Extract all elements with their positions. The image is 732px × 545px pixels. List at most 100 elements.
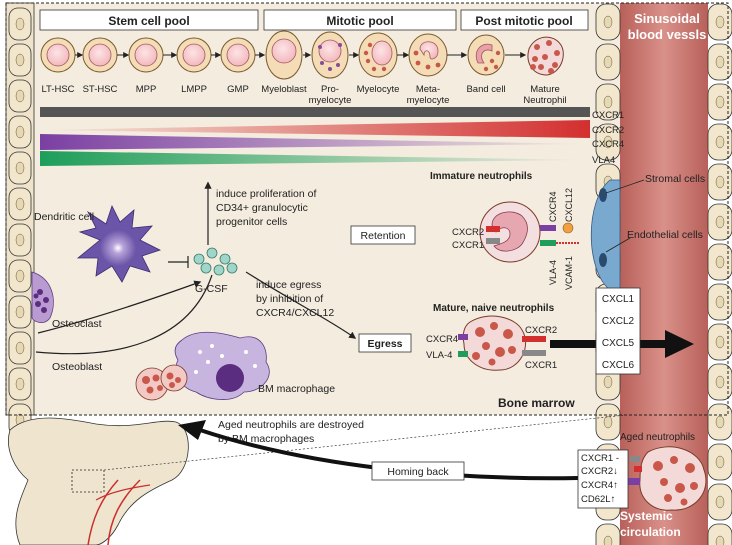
bar-label-cxcr4: CXCR4	[592, 139, 624, 150]
header-mitotic-pool: Mitotic pool	[326, 14, 393, 28]
bar-cxcr2	[40, 120, 590, 138]
cell-meta	[408, 33, 448, 77]
bar-cxcr1	[40, 107, 590, 117]
cell-label: LMPP	[181, 84, 207, 95]
label-endothelial-cells: Endothelial cells	[627, 229, 703, 241]
egress-vla4: VLA-4	[426, 350, 452, 361]
femur-bone	[8, 414, 627, 545]
osteoclast: Osteoclast	[31, 271, 102, 330]
bar-label-vla4: VLA4	[592, 155, 615, 166]
cell-label: Meta-	[416, 84, 440, 95]
cell-label: ST-HSC	[83, 84, 118, 95]
receptor-bars: CXCR1 CXCR2 CXCR4 VLA4	[40, 107, 624, 166]
cell-gmp	[220, 37, 256, 73]
cell-label: Band cell	[466, 84, 505, 95]
retention-cxcl12: CXCL12	[564, 188, 574, 222]
cell-pro	[311, 31, 349, 79]
bar-label-cxcr2: CXCR2	[592, 125, 624, 136]
endothelial-cell	[707, 523, 732, 545]
differentiation-cell-row	[40, 30, 564, 80]
egress-box	[358, 333, 412, 353]
aged-marker-2: CXCR2↓	[581, 466, 618, 477]
aged-neutrophil	[626, 446, 707, 511]
label-immature-neutrophils: Immature neutrophils	[430, 171, 533, 182]
label-stromal-cells: Stromal cells	[645, 173, 705, 185]
dendritic-cell: Dendritic cell	[34, 204, 162, 283]
label-osteoblast: Osteoblast	[52, 361, 102, 373]
aged-marker-3: CXCR4↑	[581, 480, 618, 491]
stromal-cell	[590, 179, 621, 291]
chemokine-box: CXCL1 CXCL2 CXCL5 CXCL6	[595, 287, 641, 375]
chemokine-1: CXCL1	[602, 294, 635, 305]
bar-label-cxcr1: CXCR1	[592, 110, 624, 121]
label-bm-macrophage: BM macrophage	[258, 383, 335, 395]
bar-cxcr4	[40, 134, 590, 150]
note-aged-destroyed-1: Aged neutrophils are destroyed	[218, 419, 364, 431]
endothelial-cell	[595, 523, 621, 545]
cell-label: Myelocyte	[357, 84, 400, 95]
homing-arrow-head	[178, 420, 206, 440]
cell-st-hsc	[82, 37, 118, 73]
aged-marker-4: CD62L↑	[581, 494, 615, 505]
mature-neutrophil-egress: Mature, naive neutrophils CXCR4 VLA-4 CX…	[426, 303, 557, 371]
cell-mature	[527, 36, 564, 76]
label-gcsf: G-CSF	[195, 283, 228, 295]
retention-cxcr1: CXCR1	[452, 240, 484, 251]
pool-headers: Stem cell pool Mitotic pool Post mitotic…	[39, 9, 589, 31]
cell-label-line2: myelocyte	[309, 95, 352, 106]
engulfed-neutrophils	[135, 364, 188, 401]
bone-lining-cells	[5, 2, 35, 437]
chemokine-3: CXCL5	[602, 338, 635, 349]
vessel-title-line2: blood vessls	[628, 27, 707, 42]
cell-label: Myeloblast	[261, 84, 307, 95]
label-mature-naive: Mature, naive neutrophils	[433, 303, 555, 314]
cell-myeloblast	[265, 30, 303, 80]
differentiation-cell-labels: LT-HSC ST-HSC MPP LMPP GMP Myeloblast Pro-myel…	[41, 84, 566, 106]
gcsf-flow	[35, 181, 357, 355]
retention-box	[350, 225, 416, 245]
cell-myelocyte	[358, 32, 398, 78]
cell-label: LT-HSC	[41, 84, 74, 95]
systemic-line2: circulation	[620, 525, 681, 539]
retention-vcam1: VCAM-1	[564, 256, 574, 290]
chemokine-2: CXCL2	[602, 316, 635, 327]
label-osteoclast: Osteoclast	[52, 318, 102, 330]
cell-label: MPP	[136, 84, 157, 95]
gcsf-molecules: G-CSF	[193, 247, 238, 295]
label-homing-back: Homing back	[387, 466, 449, 478]
cell-label: Pro-	[321, 84, 339, 95]
cell-lmpp	[176, 37, 212, 73]
homing-back-box	[371, 461, 465, 481]
egress-cxcr2: CXCR2	[525, 325, 557, 336]
note-egress-2: by inhibition of	[256, 293, 323, 305]
cell-lt-hsc	[40, 37, 76, 73]
cell-label: Mature	[530, 84, 560, 95]
note-egress-3: CXCR4/CXCL12	[256, 307, 334, 319]
bar-vla4	[40, 151, 590, 166]
label-dendritic-cell: Dendritic cell	[34, 211, 94, 223]
note-proliferation-2: CD34+ granulocytic	[216, 202, 308, 214]
note-proliferation-1: induce proliferation of	[216, 188, 316, 200]
cell-mpp	[128, 37, 164, 73]
egress-cxcr4: CXCR4	[426, 334, 458, 345]
label-retention: Retention	[361, 230, 406, 242]
cell-label-line2: Neutrophil	[523, 95, 566, 106]
header-post-mitotic-pool: Post mitotic pool	[475, 14, 572, 28]
header-stem-cell-pool: Stem cell pool	[108, 14, 189, 28]
cell-label: GMP	[227, 84, 249, 95]
bm-macrophage: BM macrophage	[174, 331, 335, 400]
chemokine-4: CXCL6	[602, 360, 635, 371]
label-aged-neutrophils: Aged neutrophils	[620, 432, 695, 443]
aged-marker-1: CXCR1 -	[581, 453, 619, 464]
egress-cxcr1: CXCR1	[525, 360, 557, 371]
aged-markers-box: CXCR1 - CXCR2↓ CXCR4↑ CD62L↑	[577, 449, 629, 509]
cell-band-cell	[467, 34, 505, 76]
immature-neutrophil-retention: Immature neutrophils CXCR2 CXCR1 CXCR4 C…	[430, 171, 580, 290]
systemic-line1: Systemic	[620, 509, 673, 523]
vessel-title-line1: Sinusoidal	[634, 11, 700, 26]
retention-vla4: VLA-4	[548, 260, 558, 285]
retention-cxcr2: CXCR2	[452, 227, 484, 238]
retention-cxcr4: CXCR4	[548, 191, 558, 222]
cell-label-line2: myelocyte	[407, 95, 450, 106]
